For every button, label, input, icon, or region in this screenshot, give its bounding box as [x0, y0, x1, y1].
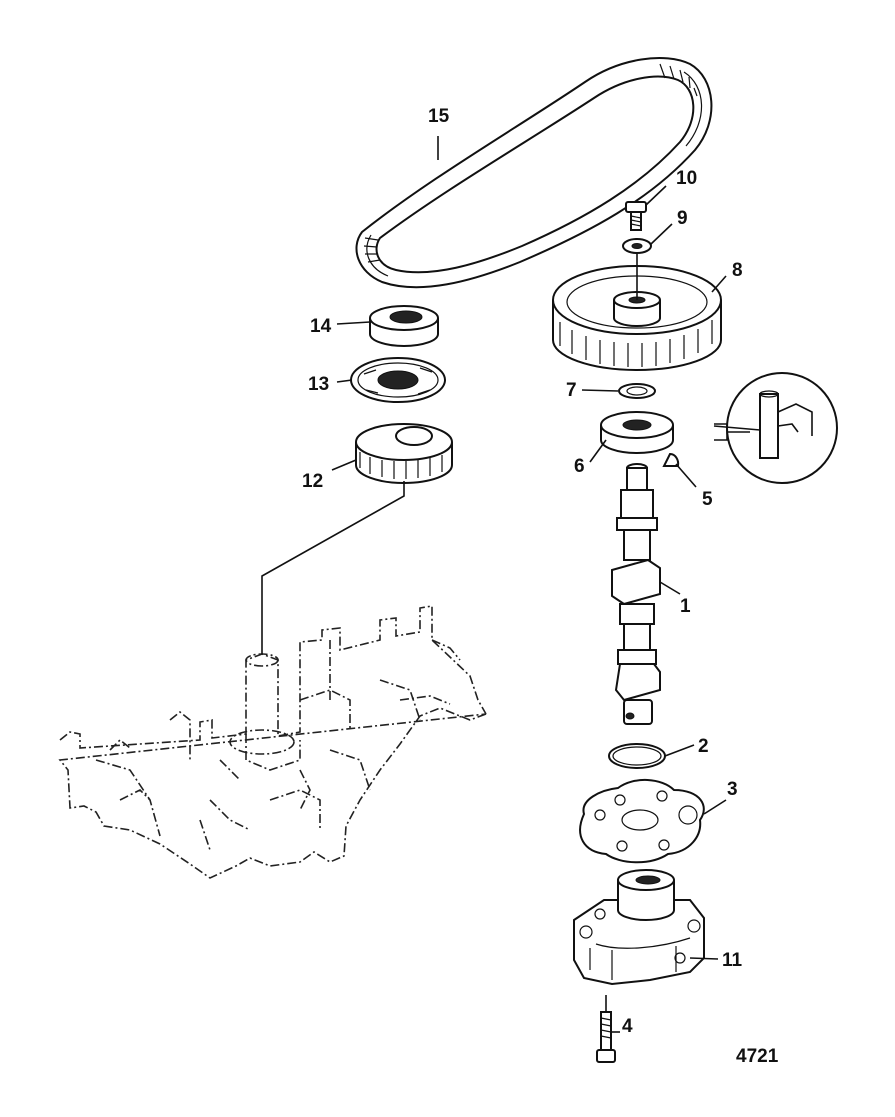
screw — [596, 995, 616, 1063]
callout-15: 15 — [428, 106, 450, 127]
leader-lines — [261, 136, 727, 1033]
callout-11: 11 — [722, 950, 743, 971]
callout-5: 5 — [702, 489, 713, 510]
callout-6: 6 — [574, 456, 585, 477]
callout-10: 10 — [676, 168, 697, 189]
bolt — [625, 201, 647, 231]
seal — [600, 411, 674, 454]
callout-12: 12 — [302, 471, 323, 492]
nut — [369, 305, 439, 347]
gasket — [579, 778, 705, 864]
washer — [618, 383, 656, 399]
callout-4: 4 — [622, 1016, 633, 1037]
callout-1: 1 — [680, 596, 691, 617]
camshaft-pulley — [552, 254, 722, 371]
timing-belt — [355, 57, 713, 289]
diagram-number: 4721 — [736, 1046, 779, 1067]
callout-3: 3 — [727, 779, 738, 800]
key — [662, 452, 680, 467]
callout-9: 9 — [677, 208, 688, 229]
crankshaft-pulley — [355, 423, 453, 484]
callout-labels: 15 10 9 8 14 13 12 7 6 5 1 2 3 11 4 4721 — [302, 106, 779, 1067]
washer — [622, 238, 652, 254]
engine-block — [58, 605, 487, 879]
plate — [350, 357, 446, 403]
callout-14: 14 — [310, 316, 332, 337]
callout-2: 2 — [698, 736, 709, 757]
o-ring — [608, 743, 666, 769]
callout-8: 8 — [732, 260, 743, 281]
callout-7: 7 — [566, 380, 577, 401]
oil-pump — [573, 869, 705, 986]
camshaft — [611, 463, 661, 725]
callout-13: 13 — [308, 374, 329, 395]
detail-inset — [713, 372, 838, 484]
